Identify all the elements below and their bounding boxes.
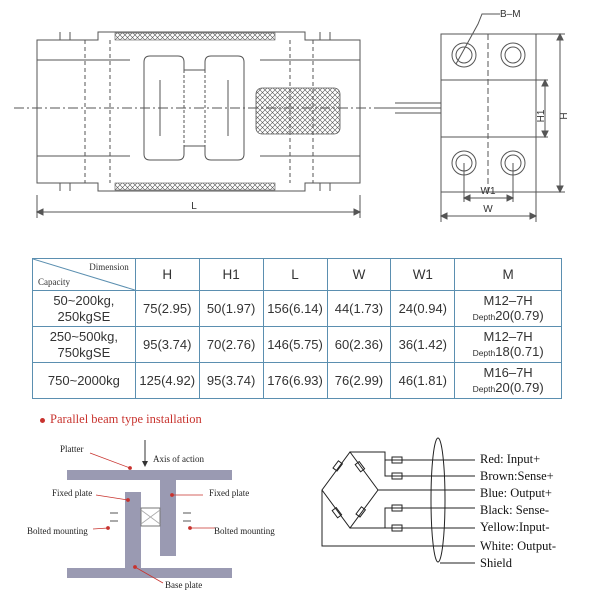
header-m: M	[454, 258, 562, 291]
thread-depth: Depth18(0.71)	[472, 343, 544, 359]
header-w1: W1	[390, 258, 456, 291]
m-cell: M12–7H Depth20(0.79)	[454, 290, 562, 327]
w-cell: 44(1.73)	[326, 290, 392, 327]
capacity-cell: 50~200kg, 250kgSE	[32, 290, 136, 327]
fixed-plate-left-label: Fixed plate	[52, 488, 93, 498]
h-cell: 75(2.95)	[134, 290, 200, 327]
w1-cell: 36(1.42)	[390, 326, 456, 363]
h-cell: 125(4.92)	[134, 362, 200, 399]
installation-title: Parallel beam type installation	[40, 412, 202, 427]
table-row: 250~500kg, 750kgSE 95(3.74) 70(2.76) 146…	[32, 326, 562, 363]
table-header-row: Dimension Capacity H H1 L W W1 M	[32, 258, 562, 291]
m-cell: M12–7H Depth18(0.71)	[454, 326, 562, 363]
bolted-mounting-left-label: Bolted mounting	[27, 526, 88, 536]
m-cell: M16–7H Depth20(0.79)	[454, 362, 562, 399]
header-capacity-label: Capacity	[38, 277, 70, 287]
thread-spec: M12–7H	[483, 328, 533, 344]
w-cell: 60(2.36)	[326, 326, 392, 363]
wire-black-label: Black: Sense-	[480, 503, 550, 517]
h1-cell: 50(1.97)	[198, 290, 264, 327]
w-cell: 76(2.99)	[326, 362, 392, 399]
wire-blue-label: Blue: Output+	[480, 486, 552, 500]
h1-label: H1	[536, 109, 547, 122]
l-cell: 176(6.93)	[262, 362, 328, 399]
header-l: L	[262, 258, 328, 291]
wire-red-label: Red: Input+	[480, 452, 541, 466]
wire-brown-label: Brown:Sense+	[480, 469, 554, 483]
capacity-cell: 250~500kg, 750kgSE	[32, 326, 136, 363]
l-cell: 146(5.75)	[262, 326, 328, 363]
w1-label: W1	[481, 186, 496, 197]
header-h1: H1	[198, 258, 264, 291]
thread-spec: M16–7H	[483, 364, 533, 380]
capacity-cell: 750~2000kg	[32, 362, 136, 399]
wire-yellow-label: Yellow:Input-	[480, 520, 550, 534]
table-row: 50~200kg, 250kgSE 75(2.95) 50(1.97) 156(…	[32, 290, 562, 327]
bolted-mounting-right-label: Bolted mounting	[214, 526, 275, 536]
h1-cell: 95(3.74)	[198, 362, 264, 399]
length-label: L	[191, 201, 197, 212]
installation-diagram	[67, 440, 232, 584]
header-corner-cell: Dimension Capacity	[32, 258, 136, 291]
thread-spec: M12–7H	[483, 292, 533, 308]
header-w: W	[326, 258, 392, 291]
base-plate-label: Base plate	[165, 580, 203, 590]
dimension-table: Dimension Capacity H H1 L W W1 M 50~200k…	[32, 258, 562, 399]
axis-of-action-label: Axis of action	[153, 454, 204, 464]
header-h: H	[134, 258, 200, 291]
h1-cell: 70(2.76)	[198, 326, 264, 363]
wire-white-label: White: Output-	[480, 539, 557, 553]
w-label: W	[483, 204, 493, 215]
h-cell: 95(3.74)	[134, 326, 200, 363]
platter-label: Platter	[60, 444, 84, 454]
table-row: 750~2000kg 125(4.92) 95(3.74) 176(6.93) …	[32, 362, 562, 399]
wire-shield-label: Shield	[480, 556, 512, 570]
wiring-diagram	[321, 437, 475, 564]
w1-cell: 46(1.81)	[390, 362, 456, 399]
fixed-plate-right-label: Fixed plate	[209, 488, 250, 498]
l-cell: 156(6.14)	[262, 290, 328, 327]
w1-cell: 24(0.94)	[390, 290, 456, 327]
header-dimension-label: Dimension	[89, 262, 129, 272]
thread-label: B–M	[500, 9, 521, 20]
bullet-icon	[40, 417, 45, 423]
load-cell-drawing: L B–M W W1 H1 H	[14, 9, 570, 222]
thread-depth: Depth20(0.79)	[472, 307, 544, 323]
thread-depth: Depth20(0.79)	[472, 379, 544, 395]
h-label: H	[559, 112, 570, 119]
